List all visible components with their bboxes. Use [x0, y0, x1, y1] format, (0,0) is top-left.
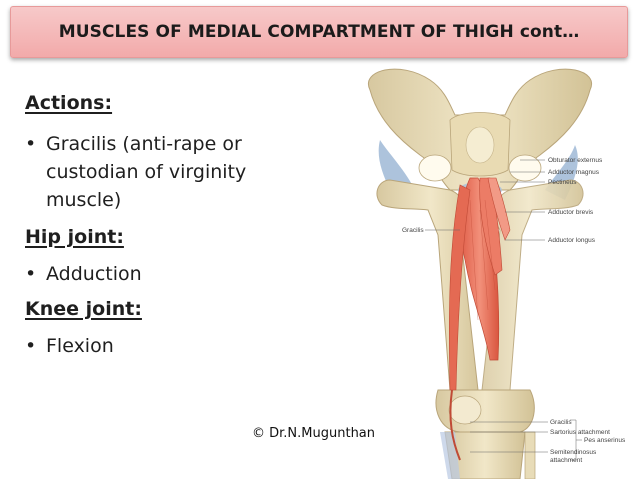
label-semitendinosus: Semitendinosus [550, 449, 597, 456]
label-gracilis: Gracilis [402, 227, 424, 234]
copyright-notice: © Dr.N.Mugunthan [252, 426, 376, 441]
label-gracilis-bottom: Gracilis [550, 419, 572, 426]
hip-joint-heading: Hip joint: [25, 226, 124, 248]
gracilis-line-2: custodian of virginity [46, 161, 247, 183]
label-obturator-externus: Obturator externus [548, 157, 603, 164]
slide-title: MUSCLES OF MEDIAL COMPARTMENT OF THIGH c… [58, 22, 580, 42]
thigh-anatomy-illustration: Obturator externus Adductor magnus Pecti… [367, 68, 626, 479]
gracilis-line-2-row: custodian of virginity [25, 160, 246, 185]
adductor-muscles [449, 177, 511, 461]
label-sartorius-attachment: Sartorius attachment [550, 429, 610, 436]
bullet-dot: • [25, 335, 37, 357]
label-adductor-brevis: Adductor brevis [548, 209, 594, 216]
hip-action-bullet: • Adduction [25, 262, 142, 287]
bullet-dot: • [25, 263, 37, 285]
gracilis-line-3: muscle) [46, 189, 122, 211]
gracilis-line-1: Gracilis (anti-rape or [46, 133, 242, 155]
label-pes-anserinus: Pes anserinus [584, 437, 626, 444]
thigh-anatomy-figure: Obturator externus Adductor magnus Pecti… [320, 60, 638, 479]
slide-title-bar: MUSCLES OF MEDIAL COMPARTMENT OF THIGH c… [10, 6, 628, 58]
label-adductor-longus: Adductor longus [548, 237, 596, 244]
gracilis-bullet: • Gracilis (anti-rape or [25, 132, 242, 157]
label-leaders [425, 159, 582, 461]
knee-action: Flexion [46, 335, 114, 357]
hip-action: Adduction [46, 263, 142, 285]
label-attachment: attachment [550, 457, 582, 464]
knee-action-bullet: • Flexion [25, 334, 114, 359]
bullet-dot: • [25, 133, 37, 155]
label-adductor-magnus: Adductor magnus [548, 169, 600, 176]
actions-heading: Actions: [25, 92, 113, 114]
knee-joint-heading: Knee joint: [25, 298, 142, 320]
label-pectineus: Pectineus [548, 179, 577, 186]
gracilis-line-3-row: muscle) [25, 188, 121, 213]
